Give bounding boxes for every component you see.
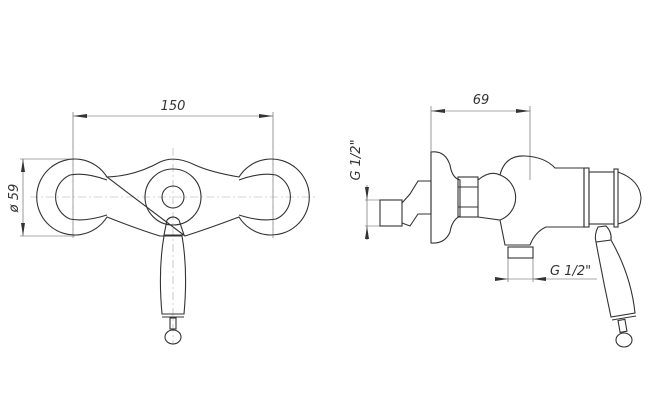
- hex-nut: [457, 176, 479, 218]
- front-view: 150 ø 59: [7, 99, 318, 345]
- diameter-label: ø 59: [7, 184, 22, 214]
- spindle: [161, 185, 185, 209]
- escutcheon-plate: [36, 158, 310, 237]
- outlet-thread-dimension: G 1/2": [495, 258, 597, 282]
- mixer-body-side: [477, 155, 585, 246]
- depth-label: 69: [473, 93, 490, 108]
- escutcheon-side: [430, 151, 461, 244]
- inlet-thread-label: G 1/2": [349, 139, 364, 180]
- depth-dimension: 69: [430, 93, 531, 180]
- width-label: 150: [161, 99, 186, 114]
- outlet: [507, 246, 534, 259]
- diameter-dimension: ø 59: [7, 158, 75, 237]
- side-lever-handle: [594, 225, 637, 348]
- outlet-thread-label: G 1/2": [550, 264, 591, 279]
- cartridge-body: [144, 168, 202, 226]
- side-view: 69 G 1/2" G 1/2": [349, 93, 642, 348]
- width-dimension: 150: [72, 99, 274, 238]
- inlet-thread-dimension: G 1/2": [349, 139, 385, 240]
- lever-handle: [159, 216, 187, 345]
